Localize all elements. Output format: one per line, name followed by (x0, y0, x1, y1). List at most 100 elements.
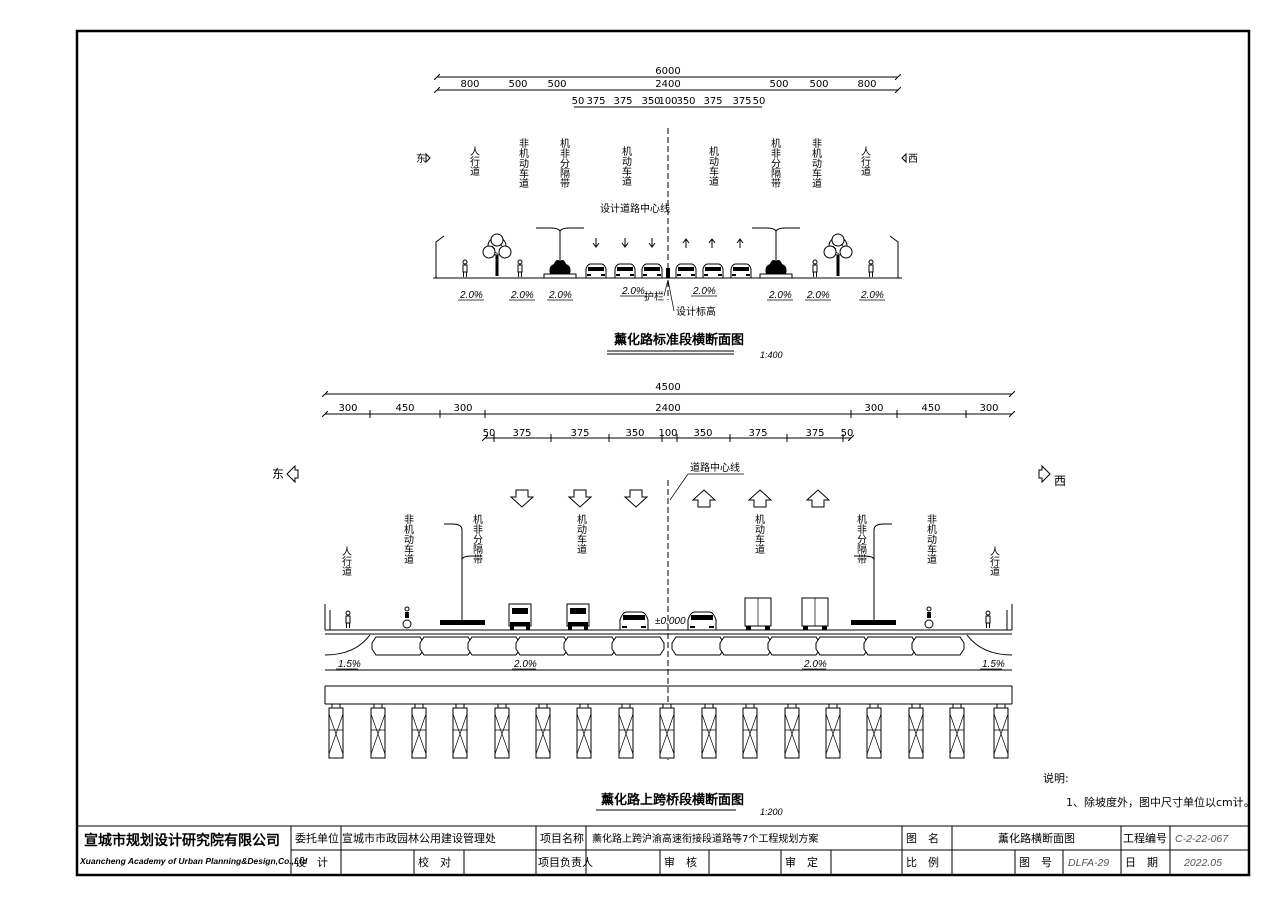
bottom-total-dim: 4500 (655, 382, 680, 393)
top-label-nonmotor-left: 非机动车道 (517, 138, 529, 188)
top-dim-7: 800 (857, 79, 876, 90)
bottom-slope-1: 1.5% (338, 659, 361, 670)
bottom-truck-2-icon (566, 603, 590, 631)
top-west-label: 西 (908, 154, 918, 165)
top-lamp-right-icon (752, 227, 800, 268)
top-label-sep-left: 机非分隔带 (558, 137, 570, 189)
bottom-centerline-label: 道路中心线 (690, 461, 740, 474)
bottom-dim-2: 450 (395, 403, 414, 414)
top-shrub-right-icon (759, 259, 793, 279)
notes-heading: 说明: (1043, 771, 1069, 785)
top-sub-dim-9: 50 (753, 96, 766, 107)
top-dim-1: 800 (460, 79, 479, 90)
top-slope-1: 2.0% (459, 290, 483, 301)
bottom-dim-7: 300 (979, 403, 998, 414)
top-car-2-icon (614, 263, 636, 279)
bottom-bus-2-icon (801, 597, 829, 631)
bottom-section-title: 薰化路上跨桥段横断面图 (601, 792, 744, 808)
bottom-label-nonmotor-left: 非机动车道 (402, 514, 414, 564)
top-sub-dim-2: 375 (586, 96, 605, 107)
bottom-dim-4: 2400 (655, 403, 680, 414)
top-section-title: 薰化路标准段横断面图 (614, 332, 744, 348)
bottom-west-arrow-icon (1038, 464, 1051, 484)
top-lane-arrows (592, 238, 744, 248)
bottom-sub-dim-9: 50 (841, 428, 854, 439)
top-dim-3: 500 (547, 79, 566, 90)
top-car-5-icon (702, 263, 724, 279)
top-total-dim: 6000 (655, 66, 680, 77)
bottom-label-ped-right: 人行道 (988, 546, 1000, 576)
top-cyclist-right-icon (812, 259, 818, 278)
top-label-sep-right: 机非分隔带 (769, 137, 781, 189)
bottom-sub-dim-6: 350 (693, 428, 712, 439)
standard-section: 6000 800 500 500 2400 500 500 800 50 375… (416, 66, 918, 360)
top-car-4-icon (675, 263, 697, 279)
bottom-lamp-left-icon (444, 523, 482, 620)
bottom-pedestrian-right-icon (985, 610, 991, 629)
top-slope-8: 2.0% (860, 290, 884, 301)
top-slope-4: 2.0% (621, 286, 645, 297)
approve-label: 审 定 (785, 855, 818, 869)
bottom-cyclist-right-icon (924, 606, 934, 629)
drawing-border (75, 29, 1251, 877)
top-slope-7: 2.0% (806, 290, 830, 301)
check-label: 校 对 (418, 855, 451, 869)
project-lead-label: 项目负责人 (538, 855, 593, 869)
top-slope-3: 2.0% (548, 290, 572, 301)
bottom-label-motor-right: 机动车道 (753, 513, 765, 554)
top-sub-dim-4: 350 (641, 96, 660, 107)
top-guardrail-label: 护栏 (644, 290, 664, 303)
bottom-deck-top (324, 604, 1013, 631)
top-label-motor-left: 机动车道 (620, 145, 632, 186)
bottom-car-1-icon (619, 611, 649, 631)
top-car-1-icon (585, 263, 607, 279)
bottom-label-sep-left: 机非分隔带 (471, 513, 483, 565)
bottom-west-label: 西 (1054, 474, 1066, 488)
bottom-slope-2: 2.0% (513, 659, 537, 670)
project-value: 薰化路上跨沪渝高速衔接段道路等7个工程规划方案 (592, 832, 818, 845)
project-label: 项目名称 (540, 831, 584, 845)
bottom-east-label: 东 (272, 467, 284, 481)
client-label: 委托单位 (295, 831, 339, 845)
date-label: 日 期 (1125, 856, 1158, 869)
top-sub-dim-8: 375 (732, 96, 751, 107)
top-slope-2: 2.0% (510, 290, 534, 301)
top-label-nonmotor-right: 非机动车道 (810, 138, 822, 188)
bottom-truck-1-icon (508, 603, 532, 631)
top-slope-6: 2.0% (768, 290, 792, 301)
top-east-label: 东 (416, 152, 426, 165)
top-tree-right-icon (823, 233, 853, 277)
bottom-sub-dim-5: 100 (658, 428, 677, 439)
notes-item-1: 1、除坡度外，图中尺寸单位以cm计。 (1066, 795, 1255, 809)
top-design-elev-label: 设计标高 (676, 305, 716, 318)
bottom-piers (328, 703, 1009, 759)
bottom-slope-4: 1.5% (982, 659, 1005, 670)
top-shrub-left-icon (543, 259, 577, 279)
bottom-label-ped-left: 人行道 (340, 546, 352, 576)
top-left-edge (435, 235, 445, 278)
bottom-scale: 1:200 (760, 807, 783, 817)
top-right-edge (889, 235, 899, 278)
top-slope-5: 2.0% (692, 286, 716, 297)
top-dim-5: 500 (769, 79, 788, 90)
top-label-ped-right: 人行道 (859, 146, 871, 176)
bottom-label-motor-left: 机动车道 (575, 513, 587, 554)
top-sub-dim-7: 375 (703, 96, 722, 107)
top-sub-dim-3: 375 (613, 96, 632, 107)
top-label-ped-left: 人行道 (468, 146, 480, 176)
bottom-label-nonmotor-right: 非机动车道 (925, 514, 937, 564)
design-label: 设 计 (295, 856, 328, 869)
top-sub-dim-1: 50 (572, 96, 585, 107)
top-label-motor-right: 机动车道 (707, 145, 719, 186)
bridge-section: 4500 300 450 300 2400 300 450 300 50 375 (272, 382, 1066, 817)
job-no-value: C-2-22-067 (1175, 833, 1229, 845)
top-tree-left-icon (482, 233, 512, 277)
bottom-median-left-icon (440, 620, 485, 625)
title-block: 宣城市规划设计研究院有限公司 Xuancheng Academy of Urba… (77, 825, 1249, 875)
bottom-lamp-right-icon (854, 523, 892, 620)
top-scale: 1:400 (760, 350, 783, 360)
top-pedestrian-left-icon (462, 259, 468, 278)
bottom-sub-dim-1: 50 (483, 428, 496, 439)
west-arrow-icon (901, 152, 907, 164)
